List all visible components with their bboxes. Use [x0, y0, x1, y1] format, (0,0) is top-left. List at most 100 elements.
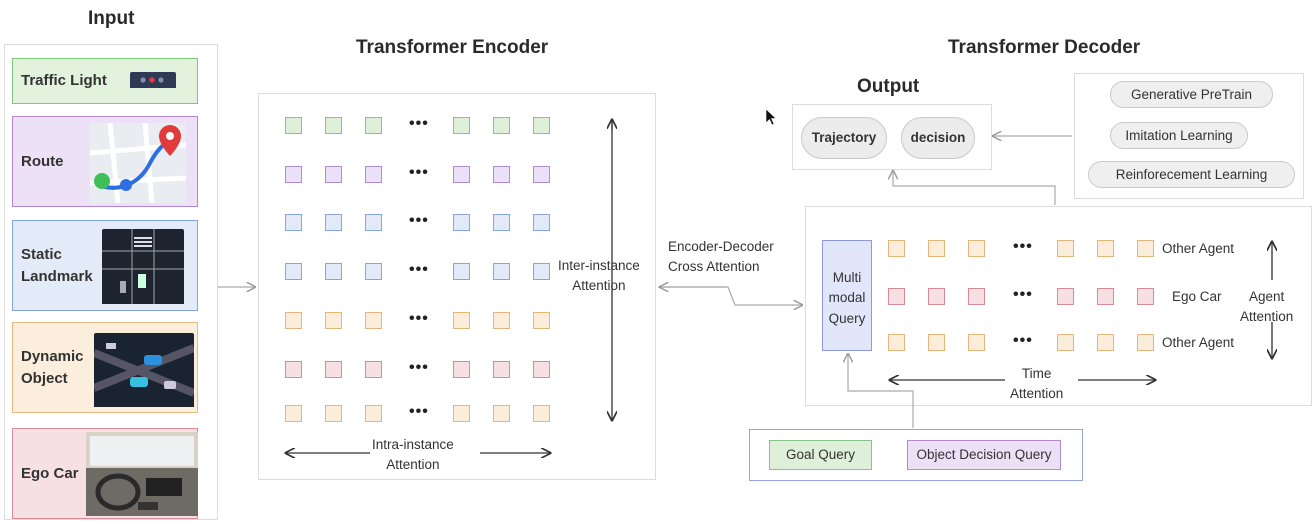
ellipsis: ••• — [409, 403, 429, 420]
input-title: Input — [88, 8, 135, 29]
encoder-token — [453, 405, 470, 422]
encoder-token — [533, 405, 550, 422]
encoder-token — [325, 361, 342, 378]
encoder-token — [453, 263, 470, 280]
decoder-title: Transformer Decoder — [948, 37, 1141, 58]
ego-car-label: Ego Car — [21, 464, 79, 482]
encoder-token — [365, 117, 382, 134]
decoder-token — [1057, 288, 1074, 305]
encoder-token — [533, 214, 550, 231]
dynamic-object-icon — [94, 333, 194, 407]
decoder-token — [968, 334, 985, 351]
encoder-token — [493, 166, 510, 183]
multimodal-query-box: Multi modal Query — [822, 240, 872, 351]
ellipsis: ••• — [1013, 286, 1033, 303]
goal-query-box: Goal Query — [769, 440, 872, 470]
decoder-token — [1097, 334, 1114, 351]
encoder-token — [493, 214, 510, 231]
encoder-token — [365, 166, 382, 183]
decoder-token — [1097, 288, 1114, 305]
ego-car-thumbnail — [86, 432, 198, 521]
encoder-token — [325, 263, 342, 280]
ellipsis: ••• — [409, 310, 429, 327]
route-thumbnail — [90, 123, 186, 208]
static-landmark-thumbnail — [102, 229, 184, 309]
agent-attention-label: Agent Attention — [1240, 289, 1294, 324]
intra-instance-attention-label: Intra-instance Attention — [372, 437, 454, 472]
encoder-token — [285, 214, 302, 231]
decoder-token — [1057, 240, 1074, 257]
encoder-title: Transformer Encoder — [356, 37, 549, 58]
encoder-token — [493, 361, 510, 378]
decoder-token — [1097, 240, 1114, 257]
encoder-token — [325, 117, 342, 134]
encoder-token — [285, 166, 302, 183]
encoder-token — [493, 117, 510, 134]
cross-attention-label: Encoder-Decoder Cross Attention — [668, 239, 774, 274]
encoder-token — [533, 166, 550, 183]
ellipsis: ••• — [409, 115, 429, 132]
decoder-token — [888, 288, 905, 305]
trajectory-output: Trajectory — [801, 117, 887, 159]
encoder-token — [453, 361, 470, 378]
encoder-token — [493, 405, 510, 422]
reinforcement-learning-pill: Reinforecement Learning — [1088, 161, 1295, 188]
static-landmark-icon — [102, 229, 184, 304]
mouse-cursor — [765, 108, 777, 126]
encoder-token — [365, 361, 382, 378]
static-landmark-label: Static Landmark — [21, 245, 93, 285]
decoder-token — [1137, 288, 1154, 305]
encoder-token — [533, 361, 550, 378]
encoder-token — [533, 263, 550, 280]
encoder-token — [453, 312, 470, 329]
decoder-row-label: Other Agent — [1162, 241, 1235, 256]
cross-attention-connector — [658, 286, 802, 305]
traffic-light-icon — [130, 72, 176, 88]
decoder-token — [928, 334, 945, 351]
traffic-light-thumbnail — [130, 72, 176, 93]
encoder-token — [533, 117, 550, 134]
encoder-token — [365, 214, 382, 231]
traffic-light-label: Traffic Light — [21, 72, 107, 90]
encoder-token — [325, 214, 342, 231]
decoder-token — [1057, 334, 1074, 351]
encoder-token — [453, 214, 470, 231]
route-label: Route — [21, 152, 64, 170]
dynamic-object-thumbnail — [94, 333, 194, 412]
encoder-token — [453, 117, 470, 134]
route-map-icon — [90, 123, 186, 204]
decoder-row-label: Other Agent — [1162, 335, 1235, 350]
encoder-token — [285, 312, 302, 329]
object-decision-query-box: Object Decision Query — [907, 440, 1061, 470]
decoder-token — [928, 288, 945, 305]
ellipsis: ••• — [1013, 238, 1033, 255]
encoder-token — [493, 263, 510, 280]
encoder-token — [493, 312, 510, 329]
encoder-token — [325, 312, 342, 329]
generative-pretrain-pill: Generative PreTrain — [1110, 81, 1273, 108]
ego-car-interior-icon — [86, 432, 198, 516]
encoder-token — [325, 166, 342, 183]
dynamic-object-label: Dynamic Object — [21, 347, 84, 387]
output-title: Output — [857, 76, 920, 97]
encoder-token — [365, 405, 382, 422]
decoder-token — [968, 288, 985, 305]
decoder-token — [928, 240, 945, 257]
decoder-to-output-arrow — [893, 171, 1056, 205]
ellipsis: ••• — [1013, 332, 1033, 349]
encoder-token — [285, 263, 302, 280]
encoder-token — [365, 312, 382, 329]
imitation-learning-pill: Imitation Learning — [1110, 122, 1248, 149]
decoder-row-label: Ego Car — [1172, 289, 1222, 304]
decision-output: decision — [901, 117, 975, 159]
ellipsis: ••• — [409, 359, 429, 376]
encoder-token — [325, 405, 342, 422]
encoder-token — [533, 312, 550, 329]
decoder-token — [1137, 334, 1154, 351]
encoder-token — [285, 117, 302, 134]
ellipsis: ••• — [409, 212, 429, 229]
decoder-token — [968, 240, 985, 257]
decoder-token — [888, 334, 905, 351]
ellipsis: ••• — [409, 261, 429, 278]
